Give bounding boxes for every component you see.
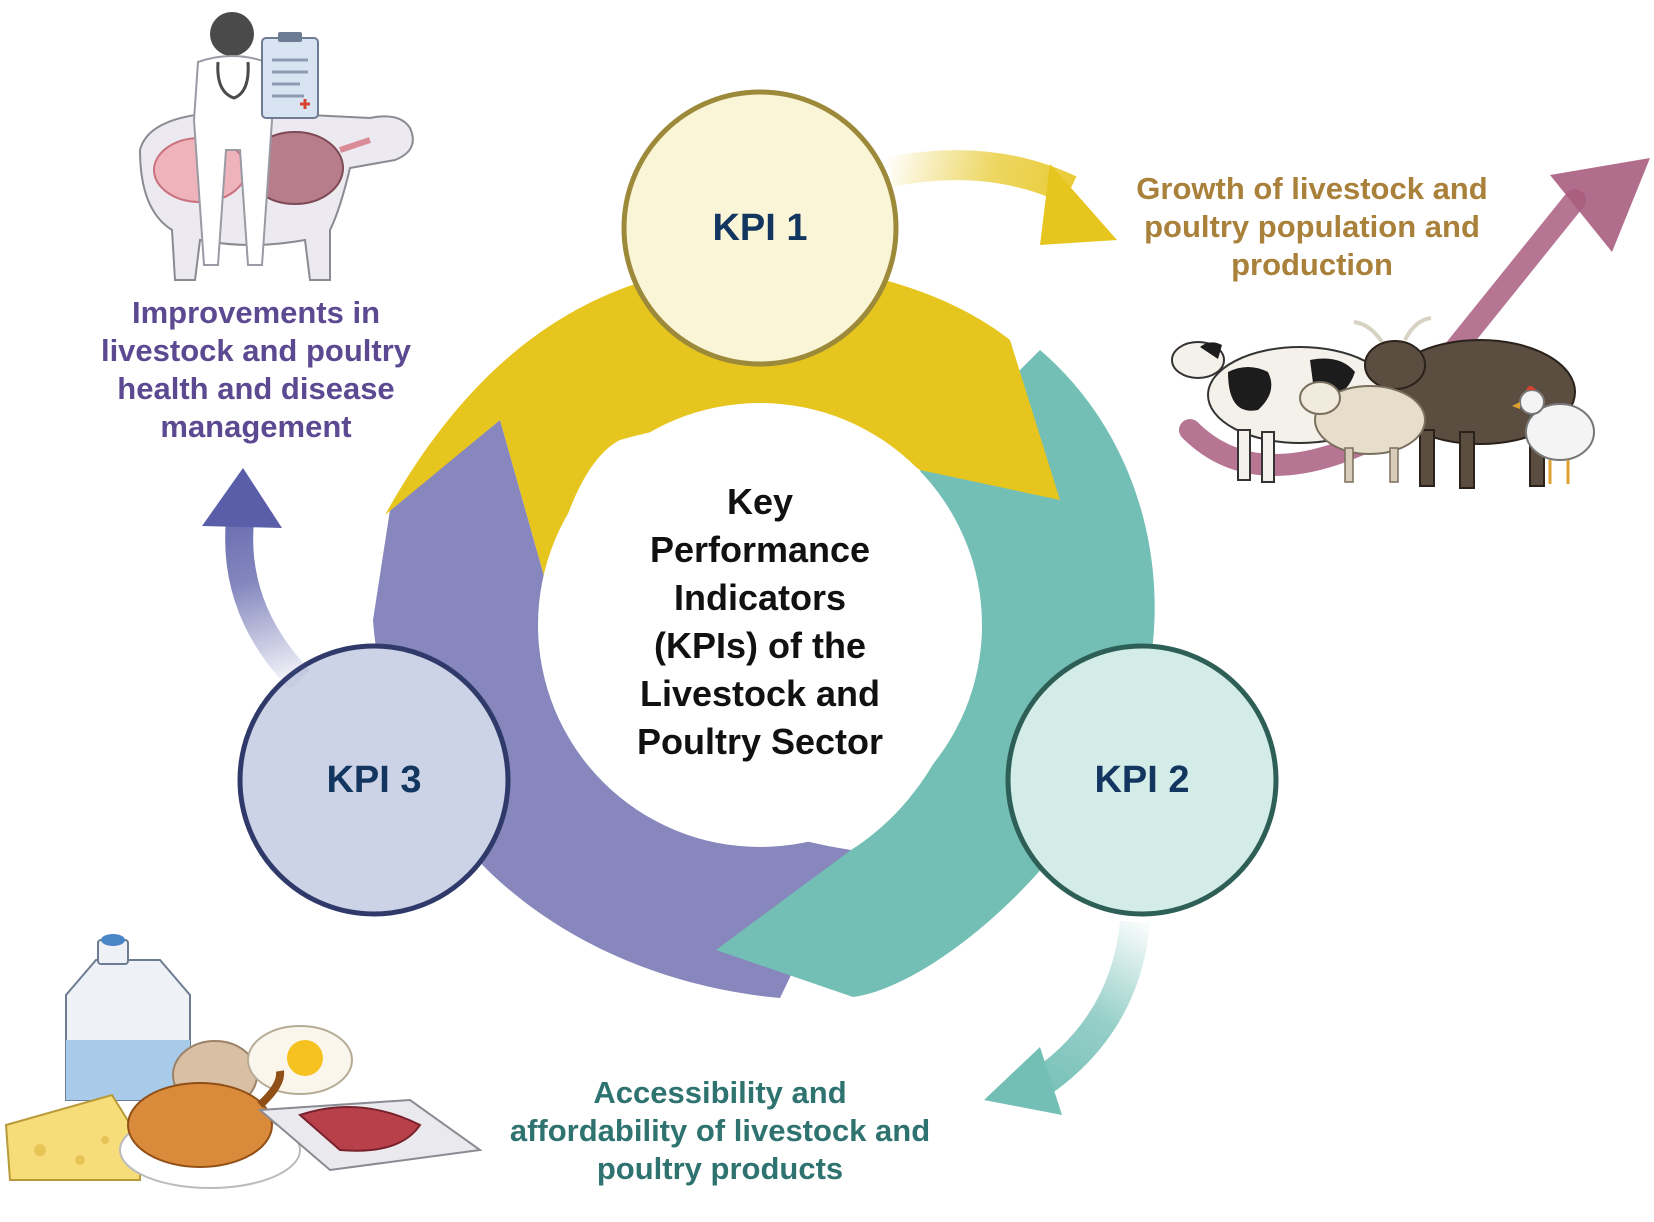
health-outcome-line: management	[160, 409, 352, 444]
center-title-line: Performance	[649, 529, 871, 570]
center-title-line: Indicators	[673, 577, 847, 618]
access-outcome-text: Accessibility and affordability of lives…	[470, 1074, 970, 1188]
arrow-to-access	[984, 920, 1150, 1115]
kpi3-circle[interactable]	[237, 643, 511, 917]
growth-outcome-line: production	[1231, 247, 1393, 282]
access-outcome-line: poultry products	[596, 1151, 844, 1186]
kpi3-label[interactable]: KPI 3	[326, 759, 422, 801]
veterinarian-with-cow-icon	[138, 12, 414, 281]
center-title-line: Poultry Sector	[636, 721, 884, 762]
growth-outcome-text: Growth of livestock and poultry populati…	[1112, 170, 1512, 284]
growth-outcome-line: poultry population and	[1144, 209, 1480, 244]
health-outcome-text: Improvements in livestock and poultry he…	[66, 294, 446, 446]
kpi1-circle[interactable]	[621, 89, 899, 367]
kpi1-label[interactable]: KPI 1	[712, 207, 808, 249]
health-outcome-line: health and disease	[117, 371, 395, 406]
arrow-to-growth	[887, 150, 1117, 245]
growth-outcome-line: Growth of livestock and	[1136, 171, 1488, 206]
ring-segment-kpi1	[385, 264, 1060, 590]
livestock-group-icon	[1171, 316, 1595, 489]
center-circle	[538, 403, 982, 847]
kpi2-circle[interactable]	[1005, 643, 1279, 917]
center-title-line: Livestock and	[639, 673, 881, 714]
center-title: Key Performance Indicators (KPIs) of the…	[570, 478, 950, 766]
access-outcome-line: affordability of livestock and	[509, 1113, 931, 1148]
access-outcome-line: Accessibility and	[593, 1075, 847, 1110]
center-title-line: Key	[726, 481, 794, 522]
animal-products-icon	[4, 934, 483, 1189]
health-outcome-line: Improvements in	[131, 295, 381, 330]
center-title-line: (KPIs) of the	[654, 625, 866, 666]
ring-segment-kpi3	[373, 420, 851, 998]
arrow-to-health	[202, 468, 311, 690]
kpi2-label[interactable]: KPI 2	[1094, 759, 1190, 801]
health-outcome-line: livestock and poultry	[100, 333, 412, 368]
